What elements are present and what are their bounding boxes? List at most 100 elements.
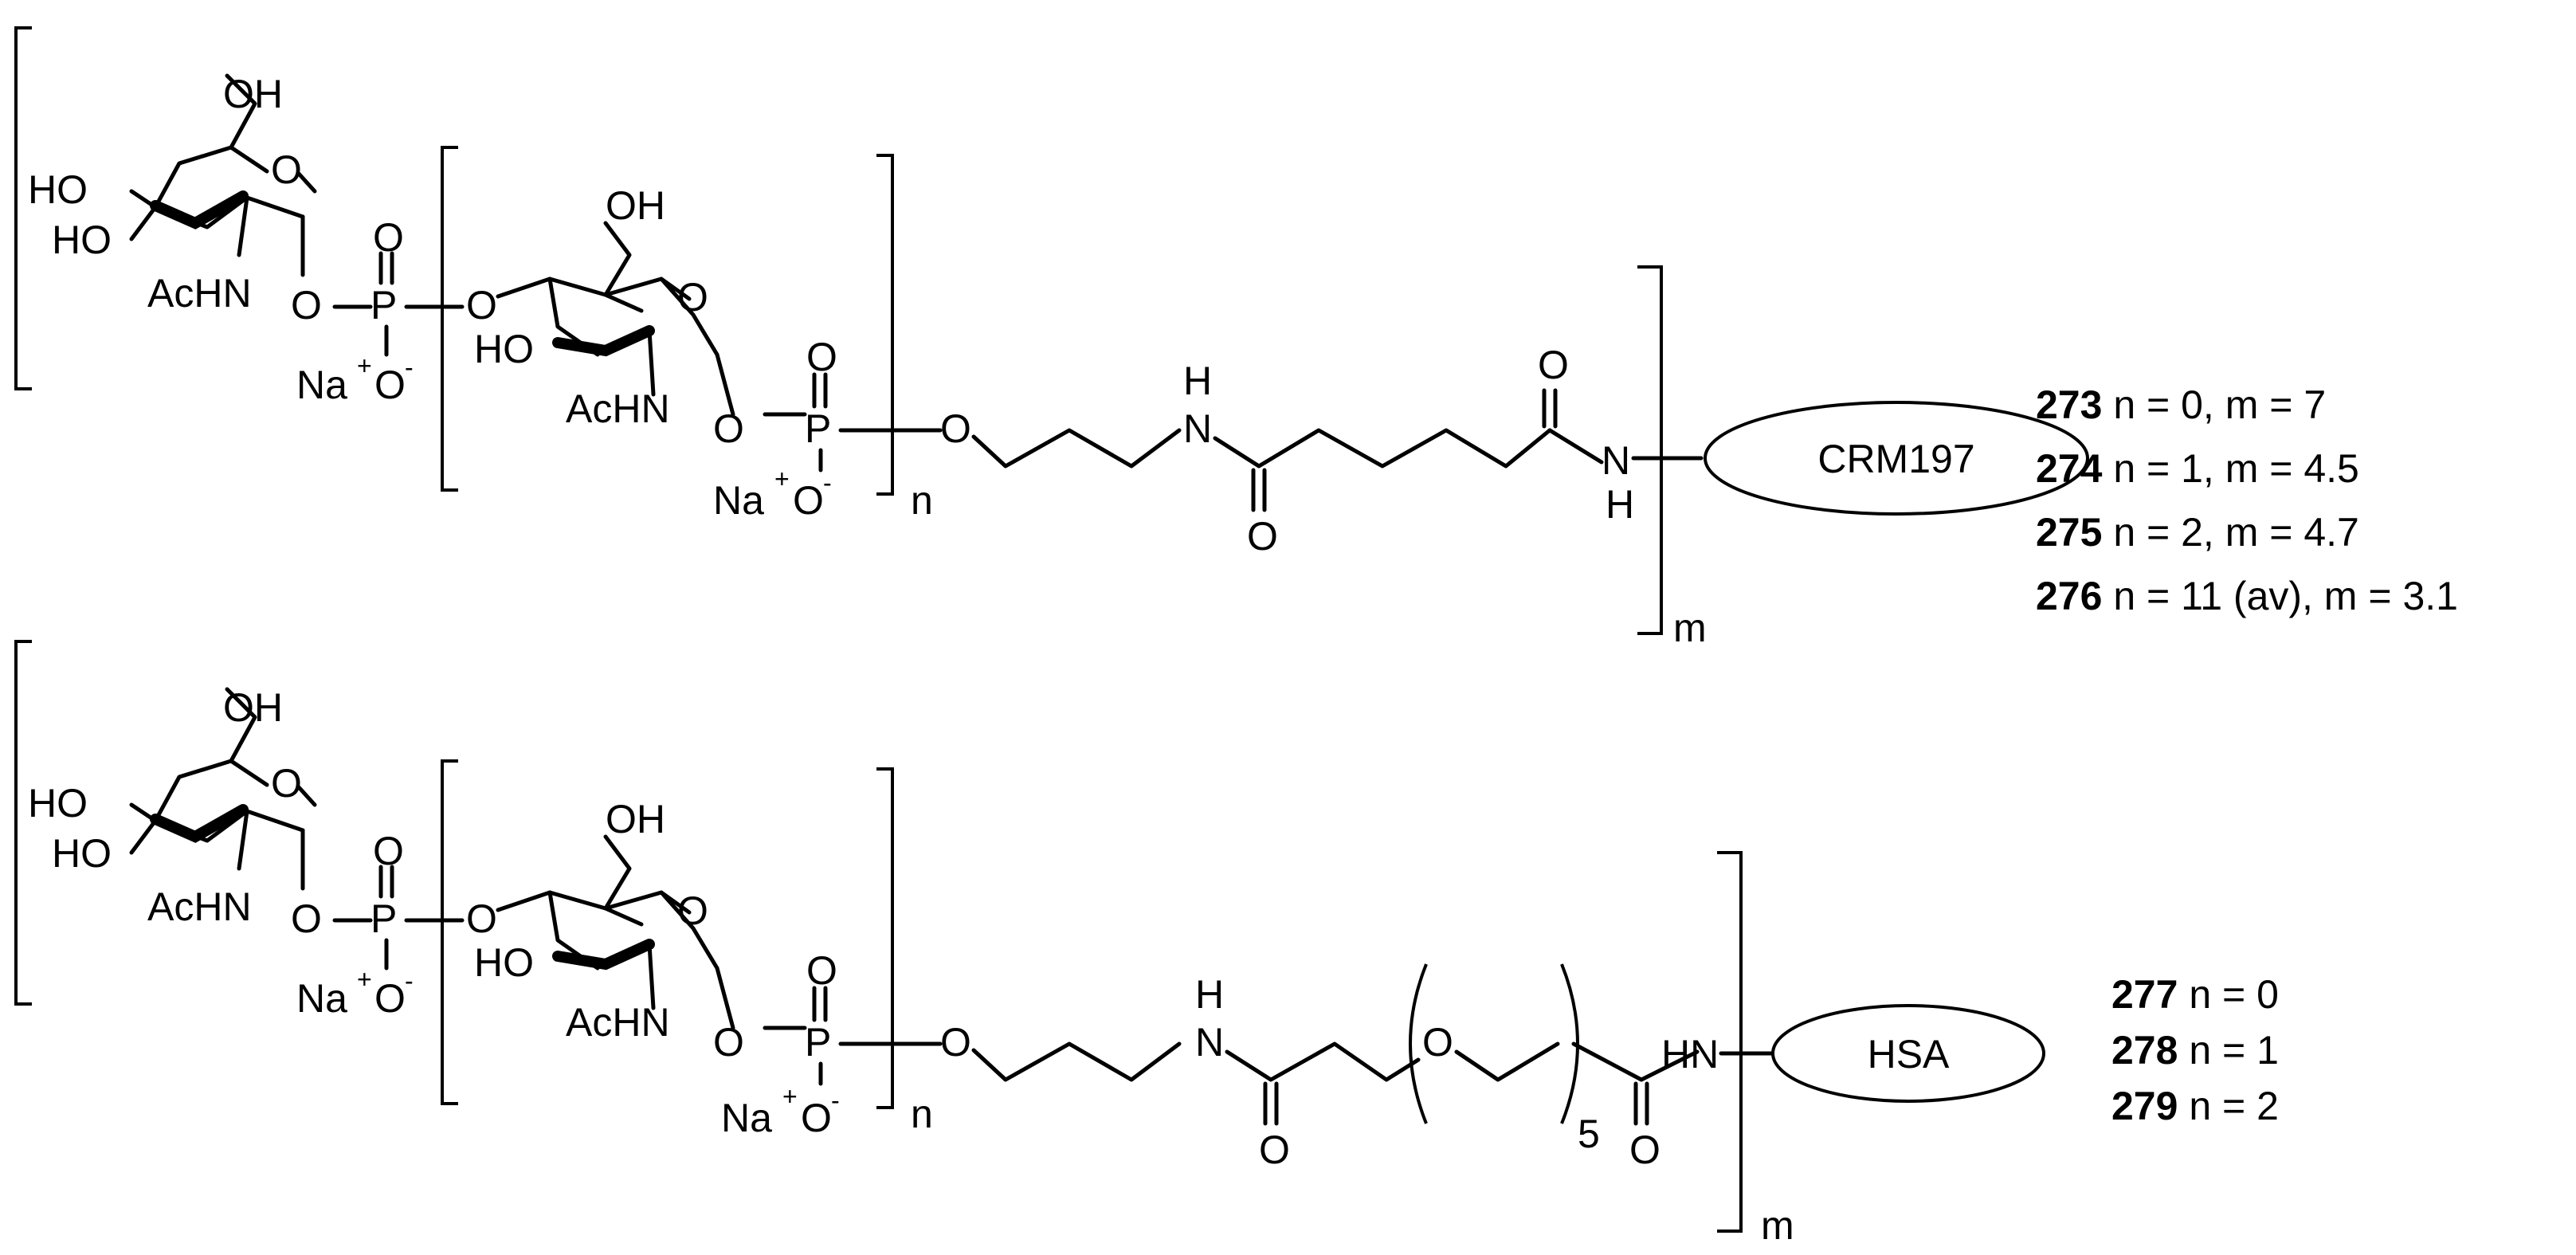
label-na1-plus: + [357,351,372,380]
label-o-chain-2: O [940,1020,971,1065]
label-p1: P [371,283,397,327]
compound-278: 278 n = 1 [2111,1028,2279,1073]
label-o4-minus: O [801,1096,832,1140]
sugar-ring-3 [129,687,373,923]
label-n-sub-2: n [911,1092,933,1136]
label-o-ring3: O [271,761,302,806]
label-protein-hsa: HSA [1868,1032,1950,1077]
label-m-sub-1: m [1673,606,1707,650]
compound-273-number: 273 [2036,382,2102,427]
label-oh-ring4: OH [606,797,665,841]
label-na2-plus: + [774,465,790,493]
bracket-m-right-2 [1717,851,1743,1233]
label-achn-ring1: AcHN [147,271,252,316]
label-na3-plus: + [357,965,372,994]
label-o-p2-top: O [806,335,837,379]
sugar-ring-1 [129,73,373,309]
label-na4: Na [721,1096,772,1140]
compound-276-number: 276 [2036,574,2102,618]
label-na1: Na [296,363,347,407]
compound-278-desc: n = 1 [2178,1028,2279,1073]
label-o-chain-1: O [940,406,971,451]
sugar-ring-4 [496,834,807,1030]
label-hn-amide4: HN [1661,1032,1719,1077]
label-achn-ring4: AcHN [566,1000,670,1045]
bracket-n-right-1 [876,154,894,496]
label-o3-minus-sign: - [405,967,414,995]
label-p2: P [805,406,831,451]
label-o-p1-top: O [373,215,404,260]
label-na2: Na [713,478,764,523]
protein-carrier-crm197 [1704,401,2089,516]
compound-275: 275 n = 2, m = 4.7 [2036,510,2359,555]
compound-279-desc: n = 2 [2178,1084,2279,1128]
compound-274-desc: n = 1, m = 4.5 [2102,446,2358,491]
bracket-m-left-1 [14,26,32,390]
label-o-carbonyl3: O [1259,1128,1290,1172]
sugar-ring-2 [496,221,807,417]
label-o-link6: O [713,1020,744,1065]
label-o-link3: O [713,406,744,451]
compound-273-desc: n = 0, m = 7 [2102,382,2326,427]
compound-279-number: 279 [2111,1084,2178,1128]
compound-274-number: 274 [2036,446,2103,491]
bracket-n-left-2 [441,759,458,1105]
compound-277-number: 277 [2111,972,2178,1017]
label-ho-ring2: HO [474,327,534,371]
label-h-amide3: H [1195,972,1224,1017]
label-o1-minus-sign: - [405,353,414,382]
structure-2: OH HO HO AcHN O O P O Na + O - O OH HO [14,640,2279,1248]
structure-1: OH HO HO AcHN O O P O Na + O - O OH [14,26,2458,650]
label-ho-ring3: HO [28,781,88,826]
label-n-amide2: N [1602,438,1630,483]
label-o-p4-top: O [806,948,837,993]
label-o-carbonyl1: O [1247,514,1278,559]
label-o-ring4: O [677,888,708,933]
label-achn-ring2: AcHN [566,386,670,431]
compound-277: 277 n = 0 [2111,972,2279,1017]
label-ho-ring4: HO [474,940,534,985]
label-protein-crm197: CRM197 [1817,437,1974,481]
label-o4-minus-sign: - [831,1086,840,1115]
compound-275-desc: n = 2, m = 4.7 [2102,510,2358,555]
protein-carrier-hsa [1771,1004,2045,1103]
compound-275-number: 275 [2036,510,2102,555]
label-o-link4: O [291,896,322,941]
label-n-amide3: N [1195,1020,1224,1065]
label-o-carbonyl4: O [1629,1128,1660,1172]
peg-paren-left [1409,963,1428,1124]
compound-list-1: 273 n = 0, m = 7 274 n = 1, m = 4.5 275 … [2036,382,2458,618]
bracket-m-left-2 [14,640,32,1006]
label-n-sub-1: n [911,478,933,523]
compound-279: 279 n = 2 [2111,1084,2279,1128]
label-ho-ring1: HO [28,167,88,212]
compound-274: 274 n = 1, m = 4.5 [2036,446,2359,491]
label-o2-minus: O [793,478,824,523]
label-p4: P [805,1020,831,1065]
bracket-n-left-1 [441,146,458,492]
label-oh-top-2: OH [223,685,283,730]
compound-278-number: 278 [2111,1028,2178,1073]
label-h-amide1: H [1183,359,1212,403]
label-h-amide2: H [1606,482,1634,527]
label-ho-ring3b: HO [52,831,112,876]
compound-273: 273 n = 0, m = 7 [2036,382,2326,427]
label-o2-minus-sign: - [823,469,832,497]
compound-276: 276 n = 11 (av), m = 3.1 [2036,574,2458,618]
label-na3: Na [296,976,347,1021]
compound-277-desc: n = 0 [2178,972,2279,1017]
label-n-amide1: N [1183,406,1212,451]
label-o-ring1: O [271,147,302,192]
bracket-m-right-1 [1637,265,1663,635]
label-achn-ring3: AcHN [147,884,252,929]
compound-list-2: 277 n = 0 278 n = 1 279 n = 2 [2111,972,2279,1128]
label-o-peg: O [1422,1020,1453,1065]
label-oh-ring2: OH [606,183,665,228]
label-ho-ring1b: HO [52,218,112,262]
label-o-link5: O [466,896,497,941]
label-o-p3-top: O [373,829,404,873]
label-o-link2: O [466,283,497,327]
bracket-n-right-2 [876,767,894,1109]
compound-276-desc: n = 11 (av), m = 3.1 [2102,574,2458,618]
